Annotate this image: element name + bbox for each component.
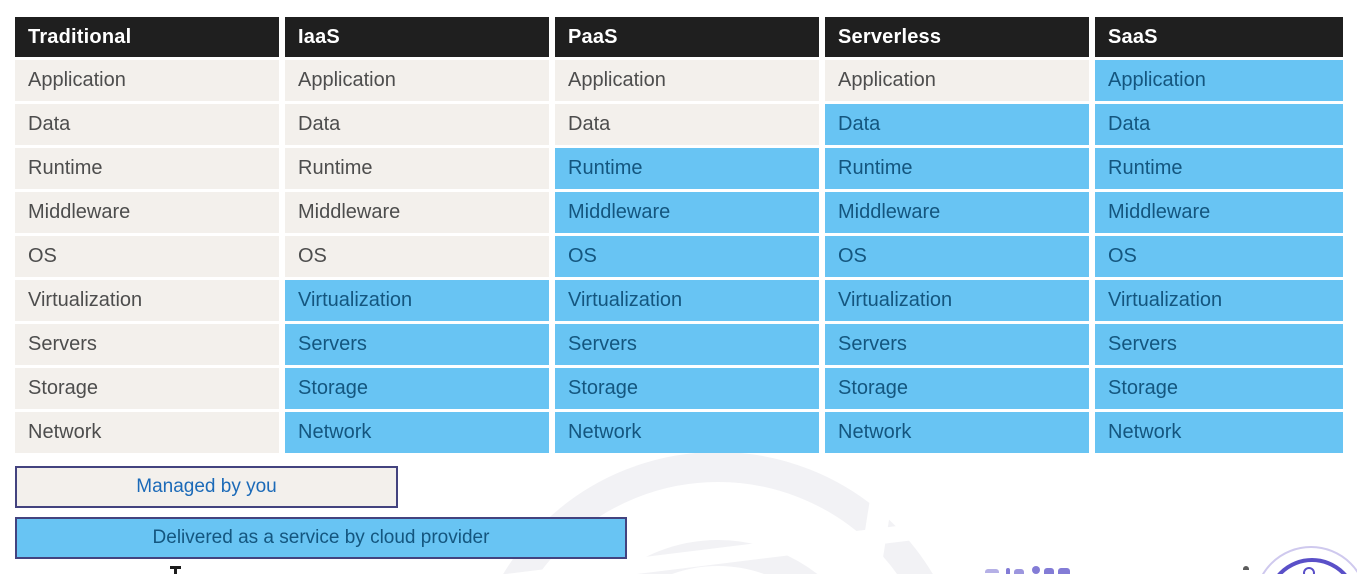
cell-paas-application: Application bbox=[555, 60, 819, 101]
cell-traditional-runtime: Runtime bbox=[15, 148, 279, 189]
cell-saas-storage: Storage bbox=[1095, 368, 1343, 409]
cell-saas-runtime: Runtime bbox=[1095, 148, 1343, 189]
cell-iaas-middleware: Middleware bbox=[285, 192, 549, 233]
cell-saas-data: Data bbox=[1095, 104, 1343, 145]
cell-serverless-application: Application bbox=[825, 60, 1089, 101]
cell-traditional-network: Network bbox=[15, 412, 279, 453]
cell-saas-virtualization: Virtualization bbox=[1095, 280, 1343, 321]
person-icon bbox=[1303, 567, 1315, 574]
cell-iaas-data: Data bbox=[285, 104, 549, 145]
column-header-saas: SaaS bbox=[1095, 17, 1343, 57]
column-header-serverless: Serverless bbox=[825, 17, 1089, 57]
cell-paas-virtualization: Virtualization bbox=[555, 280, 819, 321]
cell-iaas-virtualization: Virtualization bbox=[285, 280, 549, 321]
legend-service-label: Delivered as a service by cloud provider bbox=[152, 527, 490, 548]
cell-traditional-data: Data bbox=[15, 104, 279, 145]
cell-iaas-servers: Servers bbox=[285, 324, 549, 365]
cell-saas-os: OS bbox=[1095, 236, 1343, 277]
cell-paas-servers: Servers bbox=[555, 324, 819, 365]
cell-traditional-middleware: Middleware bbox=[15, 192, 279, 233]
cell-serverless-servers: Servers bbox=[825, 324, 1089, 365]
cell-paas-runtime: Runtime bbox=[555, 148, 819, 189]
column-header-iaas: IaaS bbox=[285, 17, 549, 57]
cell-traditional-application: Application bbox=[15, 60, 279, 101]
cell-paas-os: OS bbox=[555, 236, 819, 277]
cell-saas-servers: Servers bbox=[1095, 324, 1343, 365]
cell-serverless-virtualization: Virtualization bbox=[825, 280, 1089, 321]
cell-paas-storage: Storage bbox=[555, 368, 819, 409]
cell-paas-network: Network bbox=[555, 412, 819, 453]
cell-traditional-os: OS bbox=[15, 236, 279, 277]
cell-traditional-virtualization: Virtualization bbox=[15, 280, 279, 321]
legend-managed-by-you: Managed by you bbox=[15, 466, 398, 508]
column-header-paas: PaaS bbox=[555, 17, 819, 57]
legend-managed-label: Managed by you bbox=[136, 476, 277, 497]
cell-iaas-os: OS bbox=[285, 236, 549, 277]
cell-paas-data: Data bbox=[555, 104, 819, 145]
column-header-traditional: Traditional bbox=[15, 17, 279, 57]
cell-saas-middleware: Middleware bbox=[1095, 192, 1343, 233]
cell-iaas-runtime: Runtime bbox=[285, 148, 549, 189]
cell-iaas-application: Application bbox=[285, 60, 549, 101]
cell-iaas-storage: Storage bbox=[285, 368, 549, 409]
cell-paas-middleware: Middleware bbox=[555, 192, 819, 233]
cell-saas-application: Application bbox=[1095, 60, 1343, 101]
cell-serverless-middleware: Middleware bbox=[825, 192, 1089, 233]
cell-serverless-storage: Storage bbox=[825, 368, 1089, 409]
cell-serverless-runtime: Runtime bbox=[825, 148, 1089, 189]
cutoff-caption-fragment-stem bbox=[174, 566, 177, 574]
cell-serverless-os: OS bbox=[825, 236, 1089, 277]
cell-iaas-network: Network bbox=[285, 412, 549, 453]
cell-serverless-network: Network bbox=[825, 412, 1089, 453]
globe-watermark bbox=[468, 452, 968, 574]
cell-serverless-data: Data bbox=[825, 104, 1089, 145]
cell-saas-network: Network bbox=[1095, 412, 1343, 453]
cell-traditional-storage: Storage bbox=[15, 368, 279, 409]
legend-delivered-as-service: Delivered as a service by cloud provider bbox=[15, 517, 627, 559]
cell-traditional-servers: Servers bbox=[15, 324, 279, 365]
